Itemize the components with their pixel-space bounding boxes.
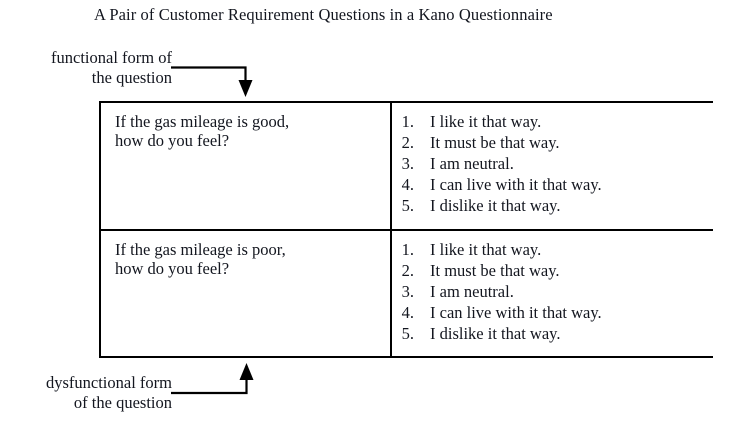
answer-number: 1. [401,239,414,259]
question-line2: how do you feel? [115,258,230,278]
callout-dysfunctional-form: dysfunctional form of the question [4,373,172,413]
answer-number: 3. [401,281,414,301]
answer-text: I am neutral. [430,154,514,173]
answer-text: I like it that way. [430,112,542,131]
callout-functional-line1: functional form of [51,48,172,67]
question-line1: If the gas mileage is poor, [115,239,286,259]
answer-number: 5. [401,323,414,343]
list-item[interactable]: 3. I am neutral. [392,153,713,174]
list-item[interactable]: 1. I like it that way. [392,239,713,260]
questionnaire-table: If the gas mileage is good, how do you f… [99,101,713,358]
answer-text: It must be that way. [430,260,560,280]
question-line2: how do you feel? [115,131,230,150]
list-item[interactable]: 4. I can live with it that way. [392,302,713,323]
answer-cell-dysfunctional: 1. I like it that way. 2. It must be that … [391,228,713,356]
list-item[interactable]: 5. I dislike it that way. [392,195,713,216]
list-item[interactable]: 2. It must be that way. [392,132,713,153]
callout-dysfunctional-line2: of the question [73,393,172,412]
answer-cell-functional: 1. I like it that way. 2. It must be that … [391,103,713,230]
answer-list-functional: 1. I like it that way. 2. It must be that … [392,111,713,216]
answer-list-dysfunctional: 1. I like it that way. 2. It must be that … [392,239,713,344]
answer-text: I am neutral. [430,281,514,301]
question-text-functional: If the gas mileage is good, how do you f… [115,112,390,150]
list-item[interactable]: 5. I dislike it that way. [392,323,713,344]
list-item[interactable]: 2. It must be that way. [392,260,713,281]
table-row: If the gas mileage is good, how do you f… [101,103,713,230]
answer-text: I can live with it that way. [430,175,602,194]
callout-functional-line2: the question [91,68,172,87]
question-cell-functional: If the gas mileage is good, how do you f… [101,103,392,230]
answer-text: I like it that way. [430,239,542,259]
answer-number: 2. [401,133,414,152]
question-text-dysfunctional: If the gas mileage is poor, how do you f… [115,240,390,278]
arrow-down-icon [171,66,253,97]
answer-text: I dislike it that way. [430,323,561,343]
list-item[interactable]: 3. I am neutral. [392,281,713,302]
answer-number: 4. [401,302,414,322]
arrow-up-icon [171,363,254,395]
question-cell-dysfunctional: If the gas mileage is poor, how do you f… [101,228,392,356]
answer-text: It must be that way. [430,133,560,152]
answer-text: I can live with it that way. [430,302,602,322]
answer-number: 3. [401,154,414,173]
list-item[interactable]: 4. I can live with it that way. [392,174,713,195]
table-row: If the gas mileage is poor, how do you f… [101,228,713,356]
answer-number: 2. [401,260,414,280]
figure-title: A Pair of Customer Requirement Questions… [94,5,553,24]
list-item[interactable]: 1. I like it that way. [392,111,713,132]
question-line1: If the gas mileage is good, [115,112,290,131]
callout-dysfunctional-line1: dysfunctional form [45,373,172,392]
answer-number: 1. [401,112,414,131]
callout-functional-form: functional form of the question [6,48,172,88]
answer-text: I dislike it that way. [430,196,561,215]
answer-number: 5. [401,196,414,215]
answer-number: 4. [401,175,414,194]
